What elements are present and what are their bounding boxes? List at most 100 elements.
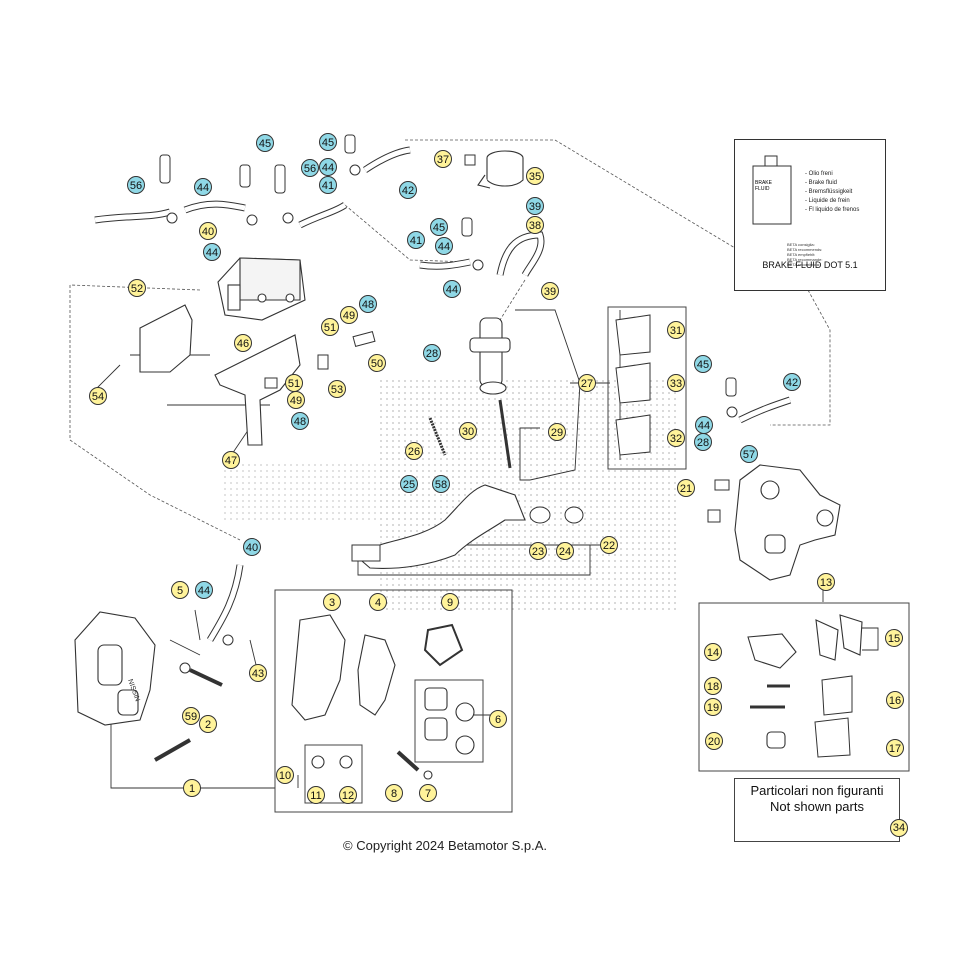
callout-28[interactable]: 28 <box>423 344 441 362</box>
callout-28[interactable]: 28 <box>694 433 712 451</box>
callout-27[interactable]: 27 <box>578 374 596 392</box>
callout-49[interactable]: 49 <box>340 306 358 324</box>
callout-56[interactable]: 56 <box>301 159 319 177</box>
callout-17[interactable]: 17 <box>886 739 904 757</box>
fittings <box>159 134 738 674</box>
fluid-language-item: - Bremsflüssigkeit <box>805 189 853 195</box>
callout-3[interactable]: 3 <box>323 593 341 611</box>
callout-56[interactable]: 56 <box>127 176 145 194</box>
callout-7[interactable]: 7 <box>419 784 437 802</box>
callout-15[interactable]: 15 <box>885 629 903 647</box>
callout-31[interactable]: 31 <box>667 321 685 339</box>
fluid-rec-item: BETA empfiehlt: <box>787 252 816 257</box>
callout-52[interactable]: 52 <box>128 279 146 297</box>
not-shown-parts-box: Particolari non figuranti Not shown part… <box>734 778 908 842</box>
callout-45[interactable]: 45 <box>256 134 274 152</box>
return-spring <box>428 417 447 456</box>
pad-holder <box>357 634 396 716</box>
not-shown-title-it: Particolari non figuranti <box>750 783 884 798</box>
callout-33[interactable]: 33 <box>667 374 685 392</box>
callout-6[interactable]: 6 <box>489 710 507 728</box>
callout-29[interactable]: 29 <box>548 423 566 441</box>
callout-1[interactable]: 1 <box>183 779 201 797</box>
callout-42[interactable]: 42 <box>399 181 417 199</box>
callout-49[interactable]: 49 <box>287 391 305 409</box>
rear-caliper <box>734 464 841 581</box>
callout-41[interactable]: 41 <box>407 231 425 249</box>
callout-34[interactable]: 34 <box>890 819 908 837</box>
callout-40[interactable]: 40 <box>243 538 261 556</box>
callout-44[interactable]: 44 <box>194 178 212 196</box>
callout-23[interactable]: 23 <box>529 542 547 560</box>
callout-44[interactable]: 44 <box>319 158 337 176</box>
callout-39[interactable]: 39 <box>541 282 559 300</box>
callout-48[interactable]: 48 <box>291 412 309 430</box>
not-shown-title-en: Not shown parts <box>770 799 864 814</box>
callout-54[interactable]: 54 <box>89 387 107 405</box>
callout-25[interactable]: 25 <box>400 475 418 493</box>
fluid-language-item: - Fl liquido de frenos <box>805 207 860 213</box>
callout-39[interactable]: 39 <box>526 197 544 215</box>
callout-9[interactable]: 9 <box>441 593 459 611</box>
abs-bracket <box>214 334 301 446</box>
callout-24[interactable]: 24 <box>556 542 574 560</box>
callout-14[interactable]: 14 <box>704 643 722 661</box>
callout-19[interactable]: 19 <box>704 698 722 716</box>
callout-16[interactable]: 16 <box>886 691 904 709</box>
rear-master-cylinder <box>469 317 511 395</box>
callout-26[interactable]: 26 <box>405 442 423 460</box>
sensors <box>264 154 730 523</box>
callout-42[interactable]: 42 <box>783 373 801 391</box>
pedal-tip <box>351 544 381 562</box>
callout-53[interactable]: 53 <box>328 380 346 398</box>
callout-37[interactable]: 37 <box>434 150 452 168</box>
callout-44[interactable]: 44 <box>203 243 221 261</box>
callout-35[interactable]: 35 <box>526 167 544 185</box>
callout-4[interactable]: 4 <box>369 593 387 611</box>
callout-50[interactable]: 50 <box>368 354 386 372</box>
callout-18[interactable]: 18 <box>704 677 722 695</box>
callout-44[interactable]: 44 <box>695 416 713 434</box>
callout-51[interactable]: 51 <box>321 318 339 336</box>
callout-5[interactable]: 5 <box>171 581 189 599</box>
callout-11[interactable]: 11 <box>307 786 325 804</box>
callout-45[interactable]: 45 <box>319 133 337 151</box>
callout-59[interactable]: 59 <box>182 707 200 725</box>
callout-32[interactable]: 32 <box>667 429 685 447</box>
callout-10[interactable]: 10 <box>276 766 294 784</box>
fluid-bottle-icon <box>752 155 792 225</box>
callout-43[interactable]: 43 <box>249 664 267 682</box>
callout-12[interactable]: 12 <box>339 786 357 804</box>
bolts <box>154 668 790 780</box>
callout-22[interactable]: 22 <box>600 536 618 554</box>
dashed-leaders <box>69 139 831 541</box>
callout-21[interactable]: 21 <box>677 479 695 497</box>
callout-51[interactable]: 51 <box>285 374 303 392</box>
caliper-body <box>291 614 346 721</box>
callout-2[interactable]: 2 <box>199 715 217 733</box>
callout-13[interactable]: 13 <box>817 573 835 591</box>
callout-40[interactable]: 40 <box>199 222 217 240</box>
callout-44[interactable]: 44 <box>195 581 213 599</box>
brake-hoses <box>94 146 792 642</box>
callout-46[interactable]: 46 <box>234 334 252 352</box>
callout-44[interactable]: 44 <box>443 280 461 298</box>
callout-38[interactable]: 38 <box>526 216 544 234</box>
callout-41[interactable]: 41 <box>319 176 337 194</box>
callout-20[interactable]: 20 <box>705 732 723 750</box>
watermark-dots <box>380 380 680 610</box>
callout-47[interactable]: 47 <box>222 451 240 469</box>
brake-pedal <box>354 484 526 569</box>
callout-45[interactable]: 45 <box>694 355 712 373</box>
callout-44[interactable]: 44 <box>435 237 453 255</box>
fluid-bottle-label: BRAKE FLUID <box>755 180 772 192</box>
callout-48[interactable]: 48 <box>359 295 377 313</box>
push-rod <box>498 399 512 469</box>
callout-45[interactable]: 45 <box>430 218 448 236</box>
callout-57[interactable]: 57 <box>740 445 758 463</box>
fluid-language-item: - Brake fluid <box>805 180 838 186</box>
callout-8[interactable]: 8 <box>385 784 403 802</box>
callout-58[interactable]: 58 <box>432 475 450 493</box>
callout-30[interactable]: 30 <box>459 422 477 440</box>
